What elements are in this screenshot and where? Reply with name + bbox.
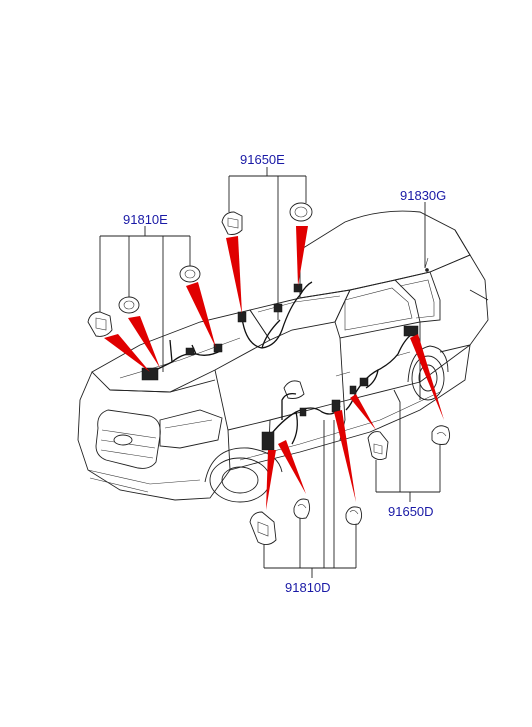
arrow-front-door-3 — [334, 410, 356, 502]
grommet-part-91650e-2 — [289, 202, 313, 222]
connector-part-91810e-1 — [87, 311, 113, 337]
arrow-rear-door-2 — [410, 334, 444, 420]
arrow-front-door-2 — [278, 440, 306, 494]
callout-91810e: 91810E — [123, 212, 168, 227]
grommet-part-91810e-3 — [179, 265, 201, 283]
wiring-harnesses — [141, 281, 419, 451]
grommet-part-91650d-2 — [431, 425, 451, 445]
arrow-rear-door-1 — [350, 394, 376, 430]
arrow-front-door-1 — [266, 450, 276, 510]
connector-part-91650d-1 — [367, 431, 389, 461]
connector-part-91650e-1 — [221, 211, 243, 235]
connector-rear-door — [403, 325, 419, 337]
arrow-front-left-1 — [104, 334, 150, 372]
callout-labels: 91810E 91650E 91830G 91650D 91810D — [123, 152, 446, 595]
pointer-arrows — [104, 226, 444, 510]
callout-91650e: 91650E — [240, 152, 285, 167]
arrow-front-left-3 — [186, 282, 216, 348]
connector-part-91810d-1 — [249, 511, 277, 545]
arrow-front-right-2 — [296, 226, 308, 286]
grommet-part-91810d-3 — [345, 506, 363, 525]
grommet-part-91810e-2 — [118, 296, 140, 314]
grommet-part-91810d-2 — [293, 498, 311, 519]
connector-front-left — [141, 367, 159, 381]
callout-91810d: 91810D — [285, 580, 331, 595]
callout-91830g: 91830G — [400, 188, 446, 203]
connector-front-door — [261, 431, 275, 451]
callout-91650d: 91650D — [388, 504, 434, 519]
car-body — [77, 210, 489, 503]
arrow-front-right-1 — [226, 236, 242, 314]
loose-parts — [87, 202, 451, 545]
arrow-front-left-2 — [128, 316, 160, 368]
leader-lines — [99, 167, 441, 578]
